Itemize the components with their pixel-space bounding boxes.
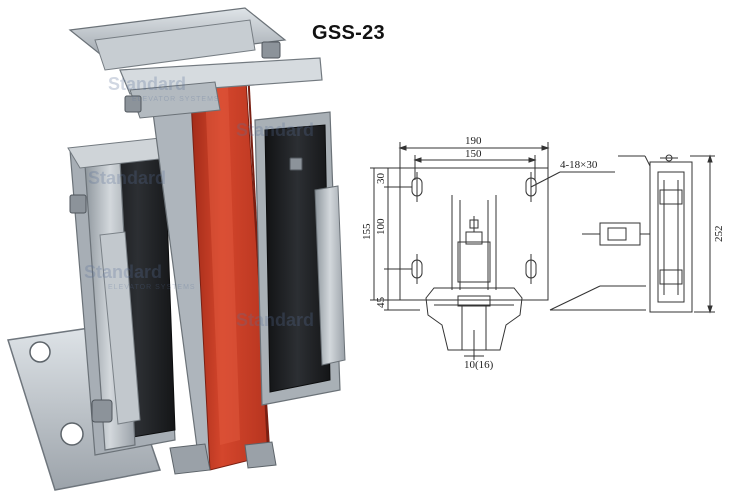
dim-slot: 10(16) <box>464 359 494 370</box>
dim-side-height: 252 <box>713 226 725 243</box>
dim-overall-width: 190 <box>465 135 482 147</box>
dim-overall-height: 155 <box>361 223 373 240</box>
technical-drawing: 190 150 4-18×30 155 100 30 45 10(16) 252 <box>361 135 725 370</box>
guide-shoe-photo <box>7 7 346 491</box>
dim-offset-top: 30 <box>375 173 387 185</box>
dim-inner-width: 150 <box>465 148 482 160</box>
dim-offset-bottom: 45 <box>375 297 387 309</box>
model-title: GSS-23 <box>312 22 385 44</box>
dim-holes: 4-18×30 <box>560 159 598 171</box>
dim-hole-spacing: 100 <box>375 218 387 235</box>
